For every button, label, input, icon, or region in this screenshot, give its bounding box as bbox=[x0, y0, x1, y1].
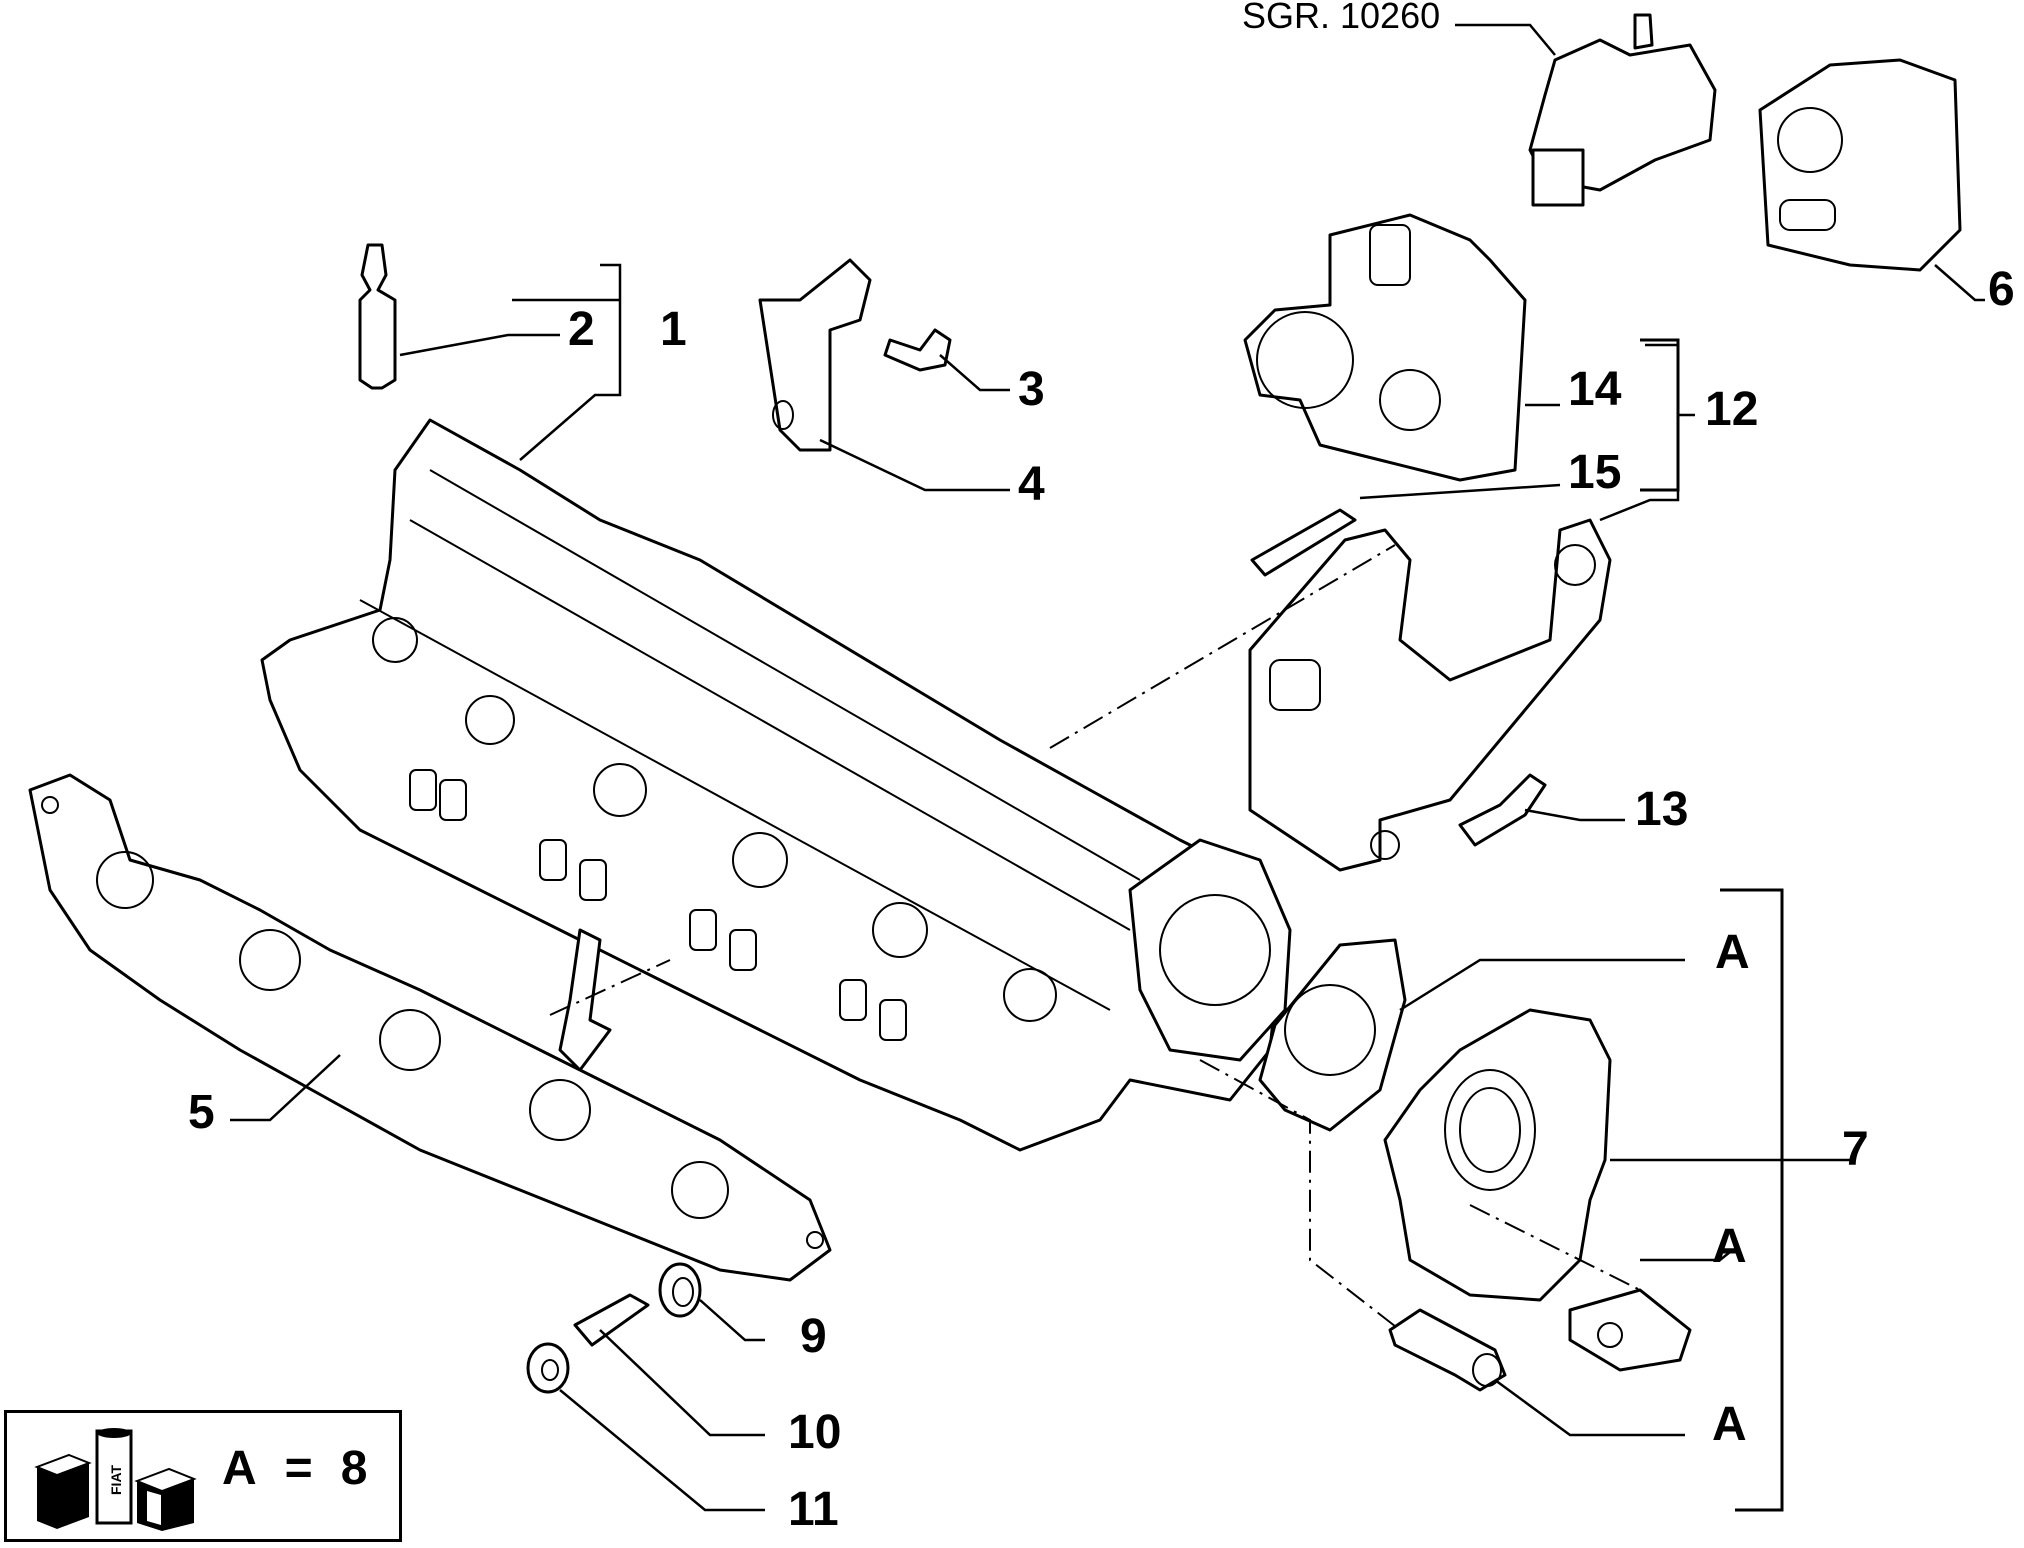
label-11: 11 bbox=[788, 1483, 839, 1536]
nut-9 bbox=[658, 1262, 702, 1318]
leader-lines bbox=[230, 23, 1985, 1512]
throttle-gasket bbox=[1258, 938, 1407, 1132]
label-13: 13 bbox=[1635, 783, 1688, 836]
legend-text: A = 8 bbox=[222, 1441, 367, 1496]
label-1: 1 bbox=[660, 303, 687, 356]
washer-11 bbox=[526, 1342, 570, 1394]
legend-box: FIAT A = 8 bbox=[4, 1410, 402, 1542]
reference-label: SGR. 10260 bbox=[1242, 0, 1440, 36]
label-14: 14 bbox=[1568, 363, 1622, 416]
logo-text: FIAT bbox=[108, 1464, 124, 1495]
label-a-bottom: A bbox=[1712, 1398, 1747, 1451]
label-3: 3 bbox=[1018, 363, 1045, 416]
solenoid-valve bbox=[1528, 13, 1717, 207]
group-brackets bbox=[1640, 338, 1784, 1512]
pipe-nipple bbox=[358, 243, 397, 390]
parts-kit-icon: FIAT bbox=[34, 1428, 197, 1531]
electronic-throttle bbox=[1383, 1008, 1612, 1302]
label-a-top: A bbox=[1715, 926, 1750, 979]
throttle-body-14 bbox=[1243, 213, 1527, 482]
label-9: 9 bbox=[800, 1310, 827, 1363]
small-bracket bbox=[1568, 1288, 1692, 1372]
bracket bbox=[758, 258, 872, 452]
label-4: 4 bbox=[1018, 458, 1045, 511]
legend-symbol: A bbox=[222, 1442, 257, 1495]
pin-15 bbox=[1250, 508, 1357, 577]
legend-value: 8 bbox=[340, 1442, 368, 1495]
intake-manifold bbox=[260, 418, 1292, 1152]
label-7: 7 bbox=[1842, 1123, 1869, 1176]
screw-a bbox=[1388, 1308, 1507, 1392]
label-2: 2 bbox=[568, 303, 595, 356]
actuator-cover bbox=[1758, 58, 1962, 272]
label-15: 15 bbox=[1568, 446, 1621, 499]
label-10: 10 bbox=[788, 1406, 841, 1459]
legend-equals: = bbox=[284, 1442, 313, 1495]
manifold-gasket bbox=[28, 773, 832, 1282]
alignment-lines bbox=[549, 544, 1641, 1331]
label-6: 6 bbox=[1988, 263, 2015, 316]
bolt-13 bbox=[1458, 773, 1547, 847]
label-12: 12 bbox=[1705, 383, 1758, 436]
label-a-middle: A bbox=[1712, 1220, 1747, 1273]
labels: SGR. 10260 2 1 3 4 6 14 12 15 13 A 7 A A… bbox=[188, 0, 2015, 1536]
screw-3 bbox=[883, 328, 952, 372]
label-5: 5 bbox=[188, 1086, 215, 1139]
stud-10 bbox=[573, 1293, 650, 1347]
support-bracket bbox=[1248, 518, 1612, 872]
